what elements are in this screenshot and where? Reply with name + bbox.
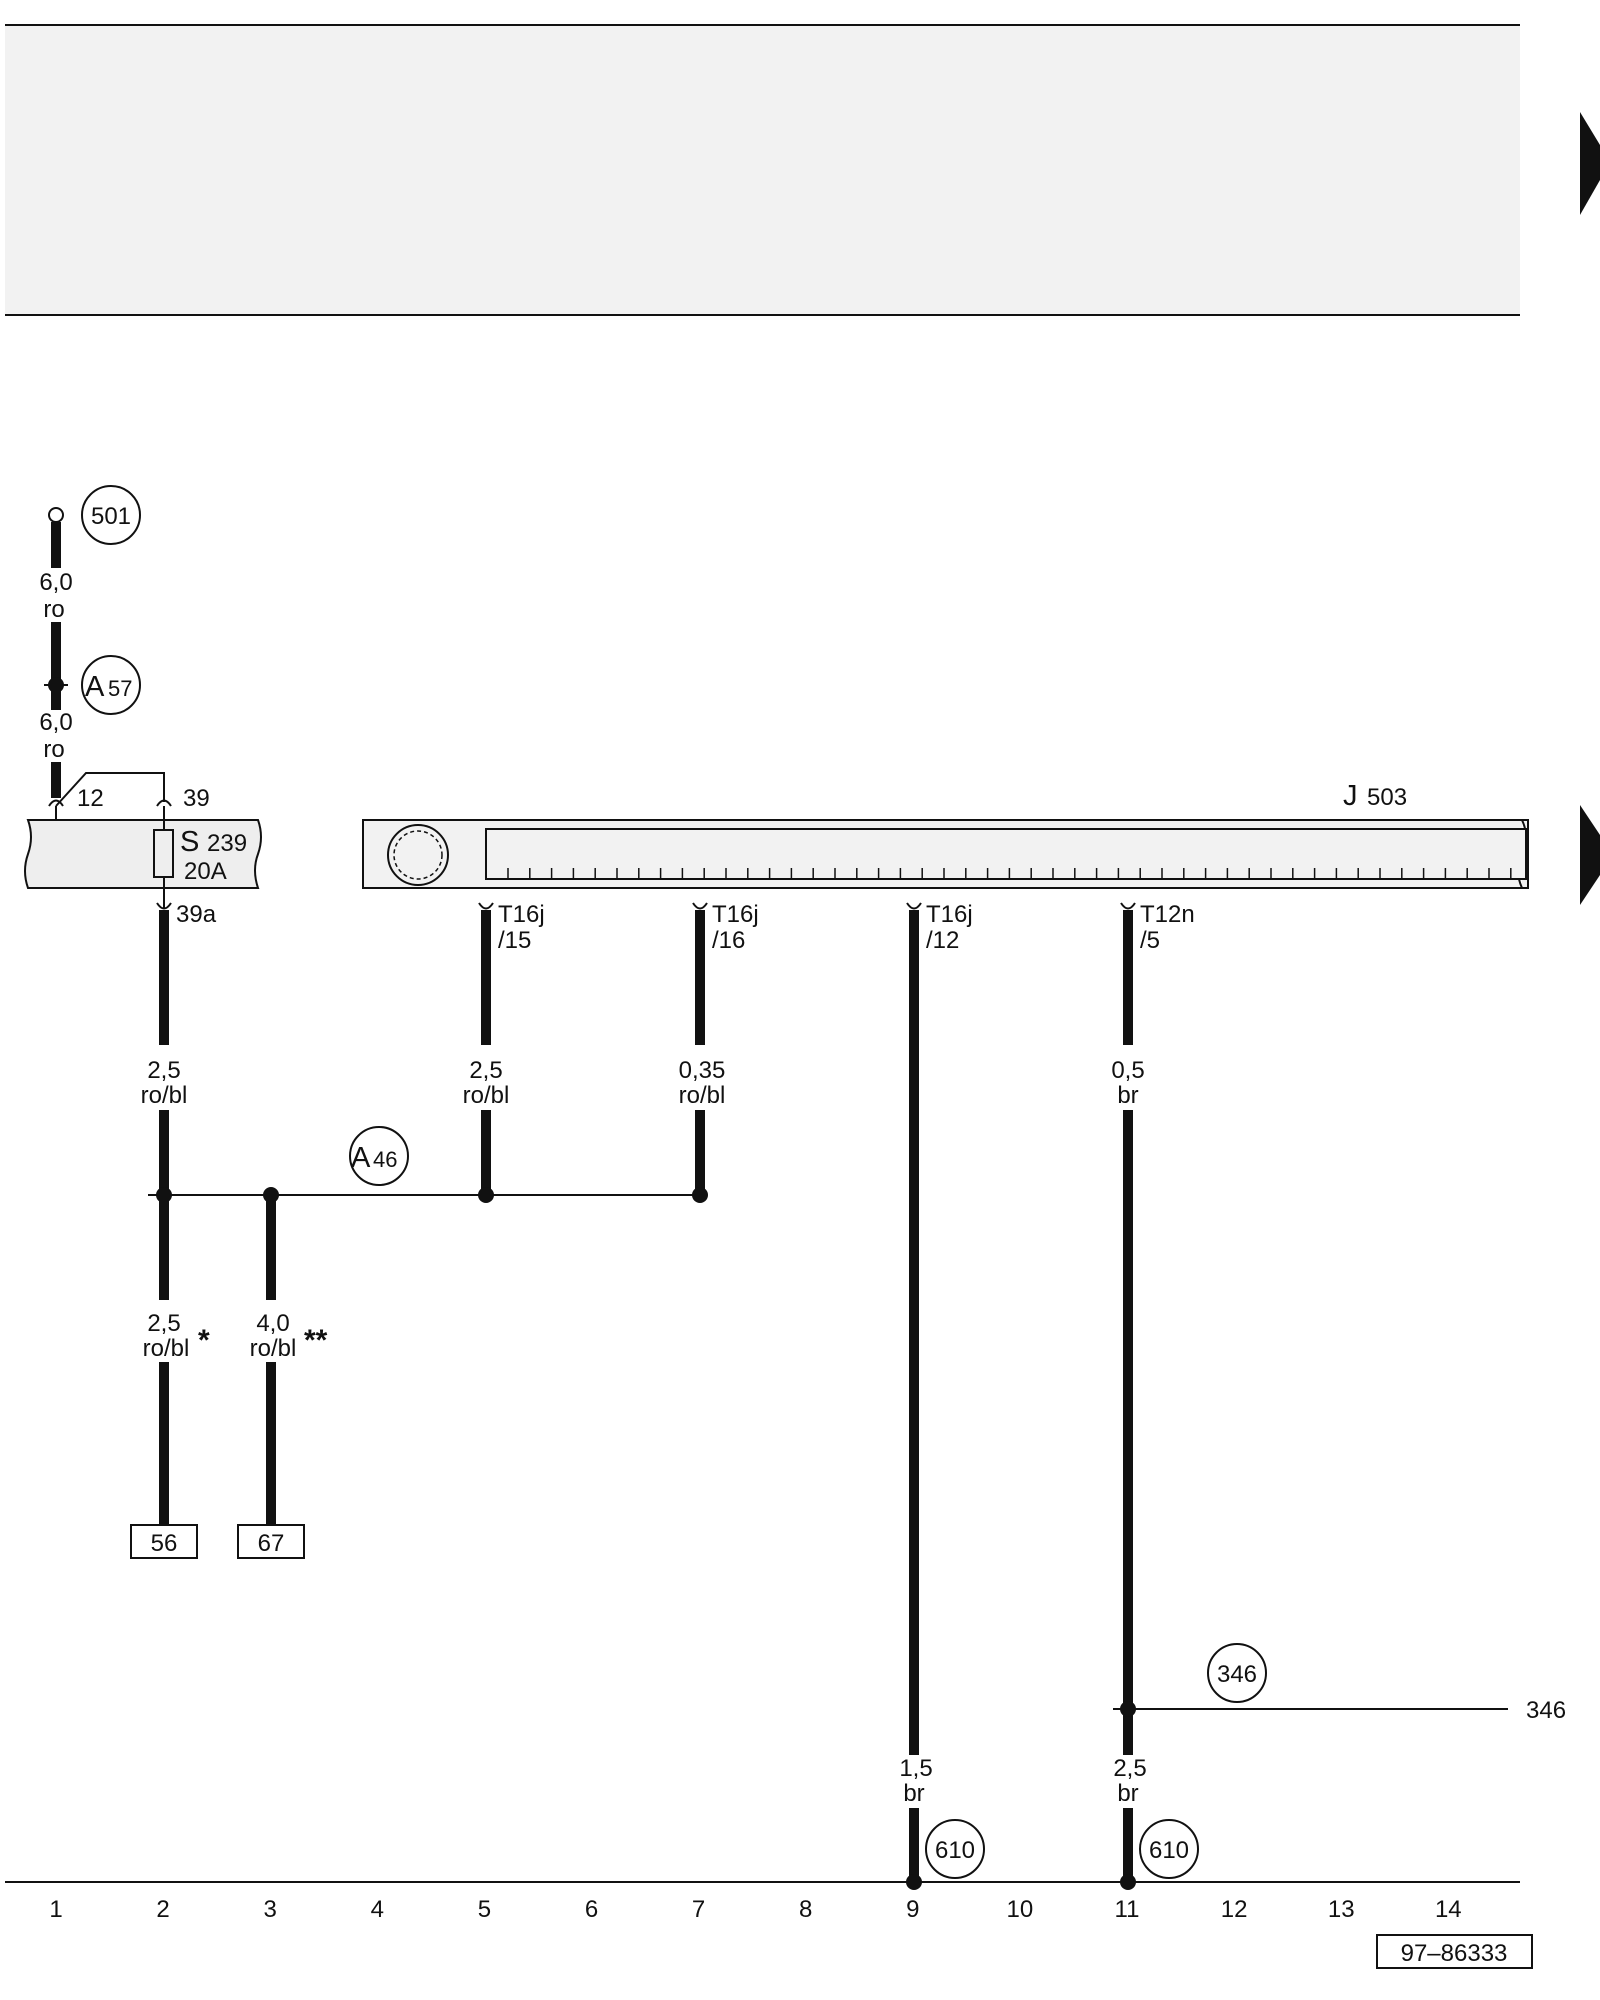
wire-to-67-size: 4,0 [256, 1310, 289, 1337]
pin-t16j15-sub: /15 [498, 927, 531, 954]
pin-39-hook [156, 799, 172, 807]
fuse-holder [24, 819, 262, 889]
a57-number: 57 [108, 676, 132, 701]
junction-col7 [692, 1187, 708, 1203]
pin-t16j12-sub: /12 [926, 927, 959, 954]
wire-t12n5-color: br [1117, 1082, 1138, 1109]
pin-t16j12-name: T16j [926, 901, 973, 928]
connector-ticks [500, 868, 1520, 880]
wire-to-67-color: ro/bl [250, 1335, 297, 1362]
pin-t16j16-hook [692, 902, 708, 910]
ref-circle-501 [81, 485, 141, 545]
ref-501-label: 501 [91, 503, 131, 530]
fuse-rating: 20A [184, 858, 227, 885]
fuse-pin-39: 39 [183, 785, 210, 812]
pin-t12n5-hook [1120, 902, 1136, 910]
junction-col5 [478, 1187, 494, 1203]
control-unit-plug-outer [387, 824, 449, 886]
control-unit-plug-inner [393, 830, 443, 880]
pin-t16j16-name: T16j [712, 901, 759, 928]
control-unit-connector-strip [485, 828, 1527, 880]
wire-t12n5-size: 0,5 [1111, 1057, 1144, 1084]
pin-t16j15-name: T16j [498, 901, 545, 928]
ref-346-label: 346 [1217, 1661, 1257, 1688]
feed-upper-color: ro [43, 596, 64, 623]
wire-to-56-color: ro/bl [143, 1335, 190, 1362]
a57-circle [81, 655, 141, 715]
pin-39a-hook [156, 902, 172, 910]
a57-letter: A [85, 671, 105, 703]
terminal-501 [48, 507, 64, 523]
edge-target-346: 346 [1526, 1697, 1566, 1724]
wire-t16j12-ground-color: br [903, 1780, 924, 1807]
wire-t12n5-ground-size: 2,5 [1113, 1755, 1146, 1782]
junction-346 [1120, 1701, 1136, 1717]
wire-to-67-mark: ** [304, 1324, 328, 1357]
column-number: 2 [156, 1896, 169, 1923]
column-number: 13 [1328, 1896, 1355, 1923]
pin-t12n5-sub: /5 [1140, 927, 1160, 954]
pin-12-hook [48, 799, 64, 807]
target-67-label: 67 [258, 1530, 285, 1557]
drawing-id: 97–86333 [1401, 1940, 1508, 1967]
fuse-number: 239 [207, 830, 247, 857]
a46-circle [349, 1126, 409, 1186]
a46-number: 46 [373, 1147, 397, 1172]
fuse-bridge [55, 772, 165, 807]
column-number: 3 [264, 1896, 277, 1923]
column-number: 5 [478, 1896, 491, 1923]
wire-t16j15-color: ro/bl [463, 1082, 510, 1109]
wire-t16j12-ground-size: 1,5 [899, 1755, 932, 1782]
wire-fuse-out-color: ro/bl [141, 1082, 188, 1109]
column-number: 10 [1007, 1896, 1034, 1923]
pin-t12n5-name: T12n [1140, 901, 1195, 928]
wire-to-56-size: 2,5 [147, 1310, 180, 1337]
wire-to-56-mark: * [198, 1324, 210, 1357]
ref-circle-610-right [1139, 1819, 1199, 1879]
target-56-label: 56 [151, 1530, 178, 1557]
legend-box [5, 25, 1520, 315]
fuse-pin-39a: 39a [176, 901, 217, 928]
column-number: 12 [1221, 1896, 1248, 1923]
column-number: 14 [1435, 1896, 1462, 1923]
ref-610-right-label: 610 [1149, 1837, 1189, 1864]
page-arrow-top[interactable] [1580, 112, 1600, 215]
fuse-pin-12: 12 [77, 785, 104, 812]
column-number: 4 [371, 1896, 384, 1923]
wire-fuse-out-size: 2,5 [147, 1057, 180, 1084]
a46-letter: A [351, 1142, 371, 1174]
feed-lower-size: 6,0 [39, 709, 72, 736]
pin-t16j15-hook [478, 902, 494, 910]
wire-t16j15-size: 2,5 [469, 1057, 502, 1084]
wire-t16j16-color: ro/bl [679, 1082, 726, 1109]
ref-610-left-label: 610 [935, 1837, 975, 1864]
column-number: 6 [585, 1896, 598, 1923]
control-unit-letter: J [1343, 780, 1358, 812]
feed-upper-size: 6,0 [39, 569, 72, 596]
wire-t12n5-ground-color: br [1117, 1780, 1138, 1807]
ref-circle-346 [1207, 1643, 1267, 1703]
wire-t16j16-size: 0,35 [679, 1057, 726, 1084]
ref-circle-610-left [925, 1819, 985, 1879]
page-arrow-middle[interactable] [1580, 805, 1600, 905]
fuse-letter: S [180, 826, 199, 858]
pin-t16j16-sub: /16 [712, 927, 745, 954]
pin-t16j12-hook [906, 902, 922, 910]
column-number: 11 [1115, 1896, 1140, 1923]
target-box-67[interactable] [237, 1524, 305, 1559]
column-number: 9 [906, 1896, 919, 1923]
column-number: 1 [49, 1896, 62, 1923]
control-unit-number: 503 [1367, 784, 1407, 811]
feed-lower-color: ro [43, 736, 64, 763]
target-box-56[interactable] [130, 1524, 198, 1559]
column-number: 8 [799, 1896, 812, 1923]
column-number: 7 [692, 1896, 705, 1923]
drawing-id-box [1376, 1934, 1533, 1969]
